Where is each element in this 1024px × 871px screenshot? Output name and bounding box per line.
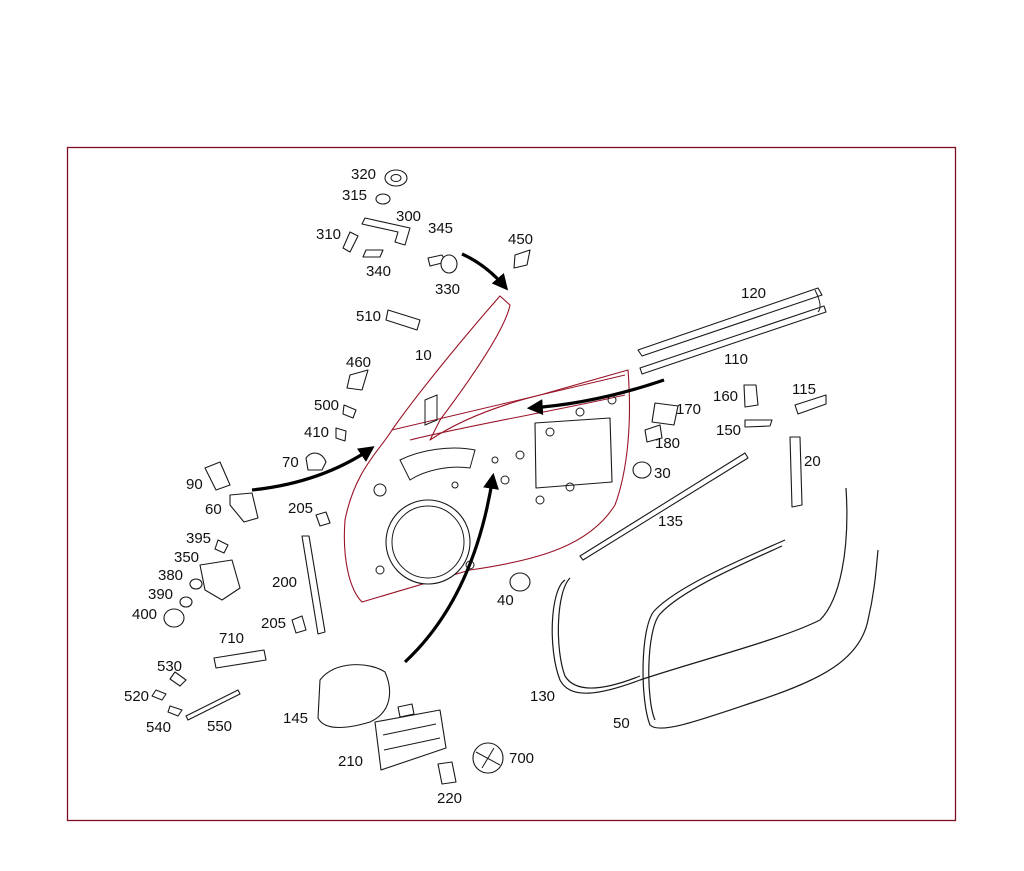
label-135: 135 <box>658 513 683 530</box>
label-345: 345 <box>428 220 453 237</box>
check-strap-and-bolts[interactable] <box>151 461 331 721</box>
control-module-210[interactable] <box>374 703 504 785</box>
label-70: 70 <box>282 454 299 471</box>
label-110: 110 <box>724 351 748 368</box>
label-60: 60 <box>205 501 222 518</box>
label-540: 540 <box>146 719 171 736</box>
label-400: 400 <box>132 606 157 623</box>
door-seal-130[interactable] <box>551 487 848 694</box>
window-channel-strips[interactable] <box>637 287 827 375</box>
label-120: 120 <box>741 285 766 302</box>
label-150: 150 <box>716 422 741 439</box>
label-170: 170 <box>676 401 701 418</box>
label-315: 315 <box>342 187 367 204</box>
label-160: 160 <box>713 388 738 405</box>
window-regulator-parts[interactable] <box>509 384 827 592</box>
sealing-cover-145[interactable] <box>317 664 391 729</box>
label-115: 115 <box>792 381 816 398</box>
label-700: 700 <box>509 750 534 767</box>
label-320: 320 <box>351 166 376 183</box>
label-510: 510 <box>356 308 381 325</box>
label-350: 350 <box>174 549 199 566</box>
label-380: 380 <box>158 567 183 584</box>
small-brackets-left[interactable] <box>305 309 421 471</box>
label-205-top: 205 <box>288 500 313 517</box>
label-460: 460 <box>346 354 371 371</box>
arrow-170-to-door <box>526 378 665 416</box>
label-180: 180 <box>655 435 680 452</box>
label-30: 30 <box>654 465 671 482</box>
hinge-parts-top[interactable] <box>342 169 531 274</box>
label-145: 145 <box>283 710 308 727</box>
label-710: 710 <box>219 630 244 647</box>
door-seal-50[interactable] <box>642 539 879 729</box>
label-450: 450 <box>508 231 533 248</box>
label-20: 20 <box>804 453 821 470</box>
door-shell-part[interactable] <box>343 295 631 603</box>
label-310: 310 <box>316 226 341 243</box>
label-220: 220 <box>437 790 462 807</box>
label-390: 390 <box>148 586 173 603</box>
label-410: 410 <box>304 424 329 441</box>
label-500: 500 <box>314 397 339 414</box>
part-labels: 320 315 300 310 345 340 330 450 510 10 4… <box>124 166 821 807</box>
label-210: 210 <box>338 753 363 770</box>
label-330: 330 <box>435 281 460 298</box>
arrow-330-to-door <box>461 252 509 291</box>
label-10: 10 <box>415 347 432 364</box>
label-530: 530 <box>157 658 182 675</box>
label-550: 550 <box>207 718 232 735</box>
label-90: 90 <box>186 476 203 493</box>
arrow-60-to-door <box>251 446 375 492</box>
label-130: 130 <box>530 688 555 705</box>
label-40: 40 <box>497 592 514 609</box>
arrow-145-to-door <box>403 472 499 664</box>
label-205-bottom: 205 <box>261 615 286 632</box>
label-300: 300 <box>396 208 421 225</box>
label-395: 395 <box>186 530 211 547</box>
label-520: 520 <box>124 688 149 705</box>
label-200: 200 <box>272 574 297 591</box>
label-50: 50 <box>613 715 630 732</box>
diagram-frame <box>66 146 957 822</box>
label-340: 340 <box>366 263 391 280</box>
